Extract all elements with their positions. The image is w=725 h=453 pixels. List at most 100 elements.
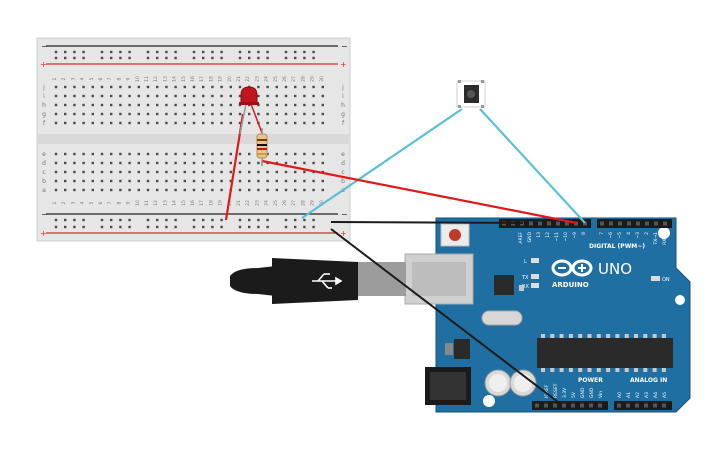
usb-cable[interactable] (230, 258, 406, 304)
grid-hole (220, 85, 223, 89)
column-number-top: 19 (218, 76, 224, 82)
row-letter-right: f (342, 120, 345, 127)
rail-hole (312, 50, 315, 54)
voltage-regulator (454, 339, 470, 359)
power-analog-header[interactable] (532, 401, 672, 410)
grid-hole (165, 85, 168, 89)
grid-hole (275, 170, 278, 174)
column-number-bottom: 17 (199, 200, 205, 206)
grid-hole (174, 112, 177, 116)
wire-red-resistor-pin[interactable] (261, 159, 578, 225)
grid-hole (183, 103, 186, 107)
usb-chip (494, 275, 514, 295)
column-number-bottom: 28 (300, 200, 306, 206)
column-number-bottom: 25 (273, 200, 279, 206)
led-leg (250, 103, 263, 134)
rail-hole (284, 56, 288, 60)
header-strip (597, 219, 672, 228)
grid-hole (91, 152, 94, 156)
column-number-top: 23 (254, 76, 260, 82)
grid-hole (202, 152, 205, 156)
rail-hole (192, 56, 196, 60)
grid-hole (275, 188, 278, 192)
grid-hole (110, 112, 113, 116)
grid-hole (211, 121, 214, 125)
grid-hole (146, 170, 150, 174)
grid-hole (202, 85, 205, 89)
grid-hole (82, 121, 85, 125)
chip-pin (578, 368, 583, 372)
resistor[interactable] (256, 128, 268, 166)
grid-hole (275, 112, 278, 116)
column-number-bottom: 11 (144, 200, 150, 206)
grid-hole (174, 85, 177, 89)
grid-hole (119, 152, 122, 156)
column-number-bottom: 7 (107, 201, 113, 204)
grid-hole (82, 188, 85, 192)
grid-hole (238, 188, 242, 192)
column-number-top: 10 (135, 76, 141, 82)
breadboard-labels: 1122334455667788991010111112121313141415… (42, 76, 345, 206)
grid-hole (119, 94, 122, 98)
grid-hole (82, 112, 85, 116)
grid-hole (100, 121, 104, 125)
chip-pin (661, 368, 666, 372)
uno-label: UNO (598, 260, 632, 278)
rail-hole (119, 50, 122, 54)
header-pin (580, 403, 584, 408)
red-led[interactable] (239, 86, 263, 135)
wire-cyan-button-breadboard[interactable] (301, 108, 463, 219)
grid-hole (192, 179, 196, 183)
grid-hole (100, 85, 104, 89)
grid-hole (238, 179, 242, 183)
wire-black-gnd[interactable] (330, 221, 524, 224)
grid-hole (202, 94, 205, 98)
chip-pin (596, 368, 601, 372)
grid-hole (165, 103, 168, 107)
grid-hole (64, 85, 67, 89)
rail-hole (100, 218, 104, 222)
column-number-bottom: 14 (172, 200, 178, 206)
chip-pin (606, 334, 611, 338)
grid-hole (165, 94, 168, 98)
rail-hole (303, 218, 306, 222)
pin-label: A2 (635, 392, 641, 398)
grid-hole (312, 85, 315, 89)
push-button[interactable] (456, 80, 486, 108)
wire-black-5v[interactable] (330, 228, 559, 403)
rail-hole (266, 56, 269, 60)
grid-hole (82, 152, 85, 156)
reset-button[interactable] (440, 223, 470, 247)
grid-hole (229, 170, 232, 174)
grid-hole (192, 170, 196, 174)
grid-hole (202, 179, 205, 183)
header-pin (589, 403, 593, 408)
column-number-bottom: 4 (80, 201, 86, 204)
grid-hole (174, 188, 177, 192)
grid-hole (192, 112, 196, 116)
breadboard[interactable]: − − + + − − + + 112233445566778899101011… (36, 37, 351, 242)
rail-hole (220, 50, 223, 54)
header-pin (662, 403, 666, 408)
grid-hole (156, 152, 159, 156)
grid-hole (294, 112, 297, 116)
digital-header[interactable] (499, 219, 672, 228)
rail-minus-right-top: − (341, 42, 348, 51)
grid-hole (174, 152, 177, 156)
pin-label: ~10 (563, 232, 569, 242)
row-letter-left: i (43, 93, 45, 100)
grid-hole (73, 179, 76, 183)
row-letter-left: b (42, 178, 46, 185)
pin-label: ~3 (635, 232, 641, 239)
grid-hole (238, 112, 242, 116)
rail-hole (192, 225, 196, 229)
grid-hole (275, 179, 278, 183)
wire-cyan-button-pin[interactable] (479, 108, 586, 224)
grid-hole (174, 121, 177, 125)
grid-hole (73, 188, 76, 192)
chip-pin (559, 368, 564, 372)
grid-hole (303, 94, 306, 98)
rail-hole (73, 218, 76, 222)
rail-hole (146, 56, 150, 60)
